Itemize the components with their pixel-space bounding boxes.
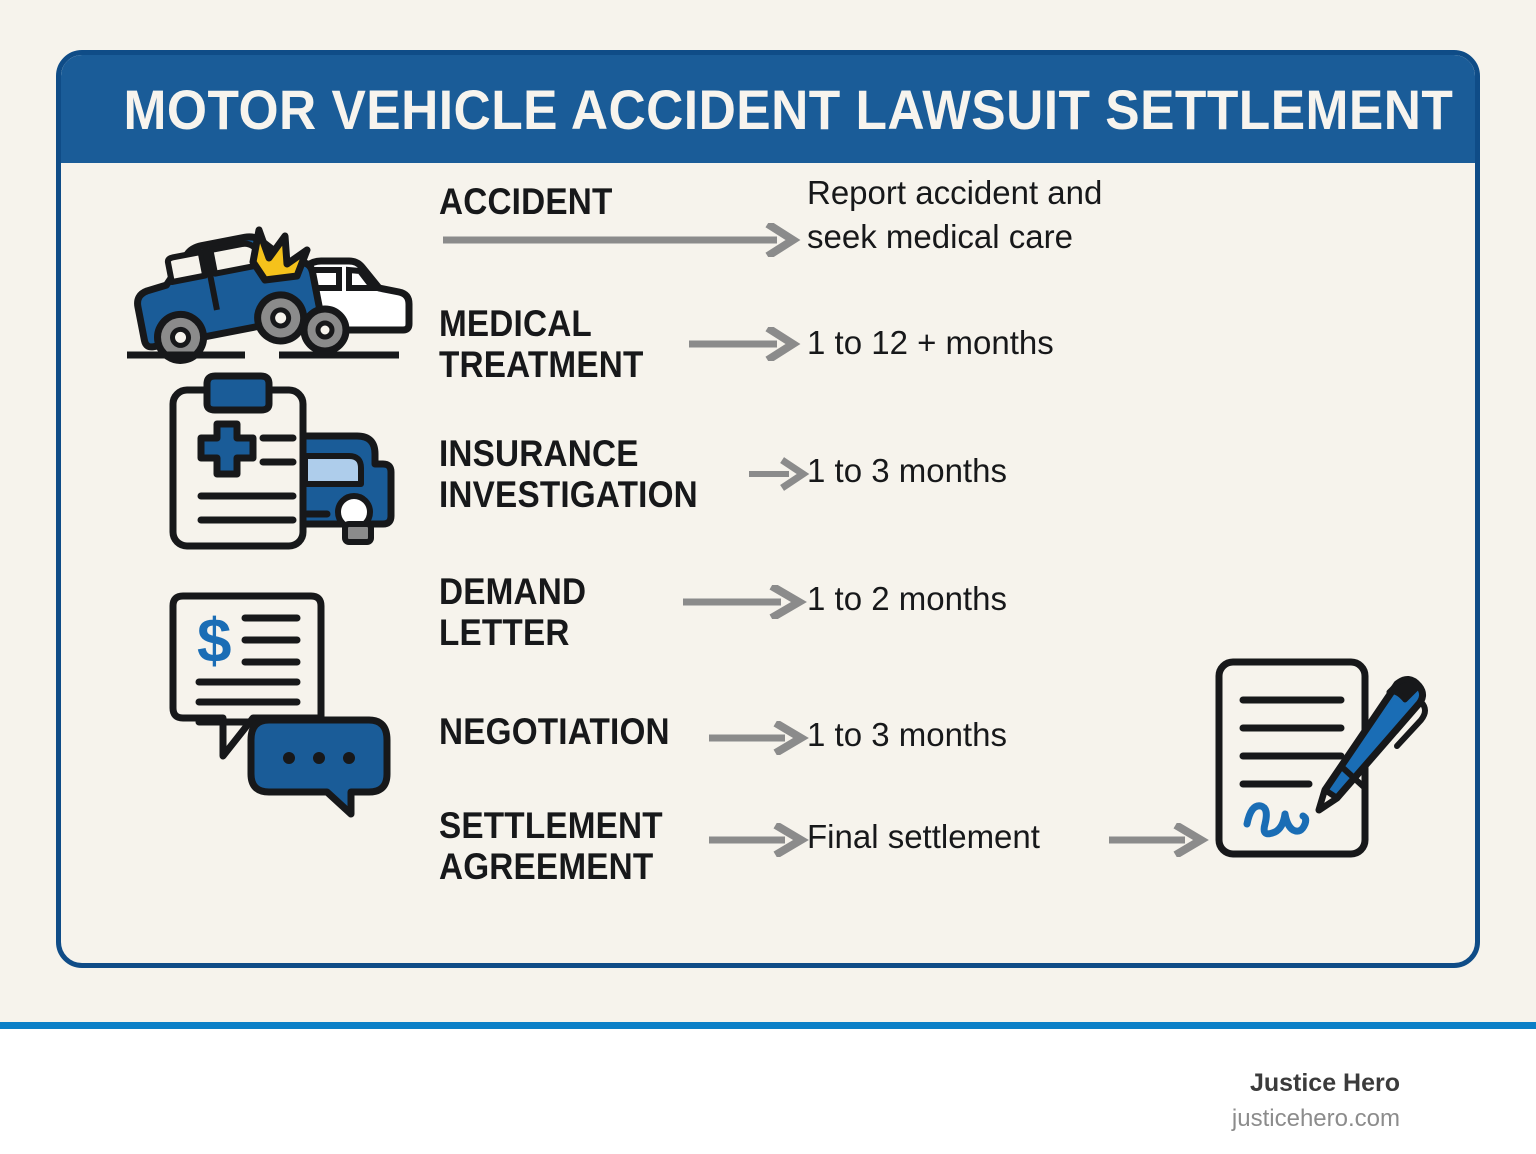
- step-value-negotiation: 1 to 3 months: [807, 716, 1007, 753]
- brand-name: Justice Hero: [1249, 1069, 1400, 1097]
- arrow-right-icon: [681, 582, 809, 624]
- arrow-right-icon: [707, 719, 811, 760]
- step-value-medical-treatment: 1 to 12 + months: [807, 324, 1054, 361]
- step-value-settlement-agreement: Final settlement: [807, 818, 1040, 855]
- brand-url[interactable]: justicehero.com: [1231, 1105, 1400, 1132]
- footer: Justice Hero justicehero.com: [0, 1029, 1536, 1154]
- medical-clipboard-ambulance-icon: [161, 368, 411, 573]
- page-title: MOTOR VEHICLE ACCIDENT LAWSUIT SETTLEMEN…: [123, 77, 1454, 141]
- step-value-demand-letter: 1 to 2 months: [807, 580, 1007, 617]
- step-label-accident: ACCIDENT: [439, 181, 613, 222]
- infographic-card: MOTOR VEHICLE ACCIDENT LAWSUIT SETTLEMEN…: [56, 50, 1480, 968]
- step-label-insurance-investigation: INSURANCE INVESTIGATION: [439, 433, 698, 515]
- car-crash-icon: [117, 218, 417, 383]
- step-label-medical-treatment: MEDICAL TREATMENT: [439, 303, 644, 385]
- arrow-right-icon: [687, 324, 803, 366]
- step-value-accident: Report accident and seek medical care: [807, 174, 1103, 255]
- demand-letter-icon: $: [161, 578, 411, 823]
- svg-text:$: $: [197, 607, 231, 676]
- arrow-right-icon: [707, 821, 811, 862]
- arrow-right-icon: [1107, 821, 1211, 862]
- card-body: $: [61, 163, 1475, 963]
- signed-agreement-pen-icon: [1201, 648, 1451, 883]
- step-label-negotiation: NEGOTIATION: [439, 711, 670, 752]
- arrow-right-icon: [441, 220, 803, 262]
- step-value-insurance-investigation: 1 to 3 months: [807, 452, 1007, 489]
- arrow-right-icon: [747, 457, 813, 496]
- footer-divider: [0, 1022, 1536, 1029]
- step-label-demand-letter: DEMAND LETTER: [439, 571, 587, 653]
- step-label-settlement-agreement: SETTLEMENT AGREEMENT: [439, 805, 663, 887]
- card-header: MOTOR VEHICLE ACCIDENT LAWSUIT SETTLEMEN…: [61, 55, 1475, 163]
